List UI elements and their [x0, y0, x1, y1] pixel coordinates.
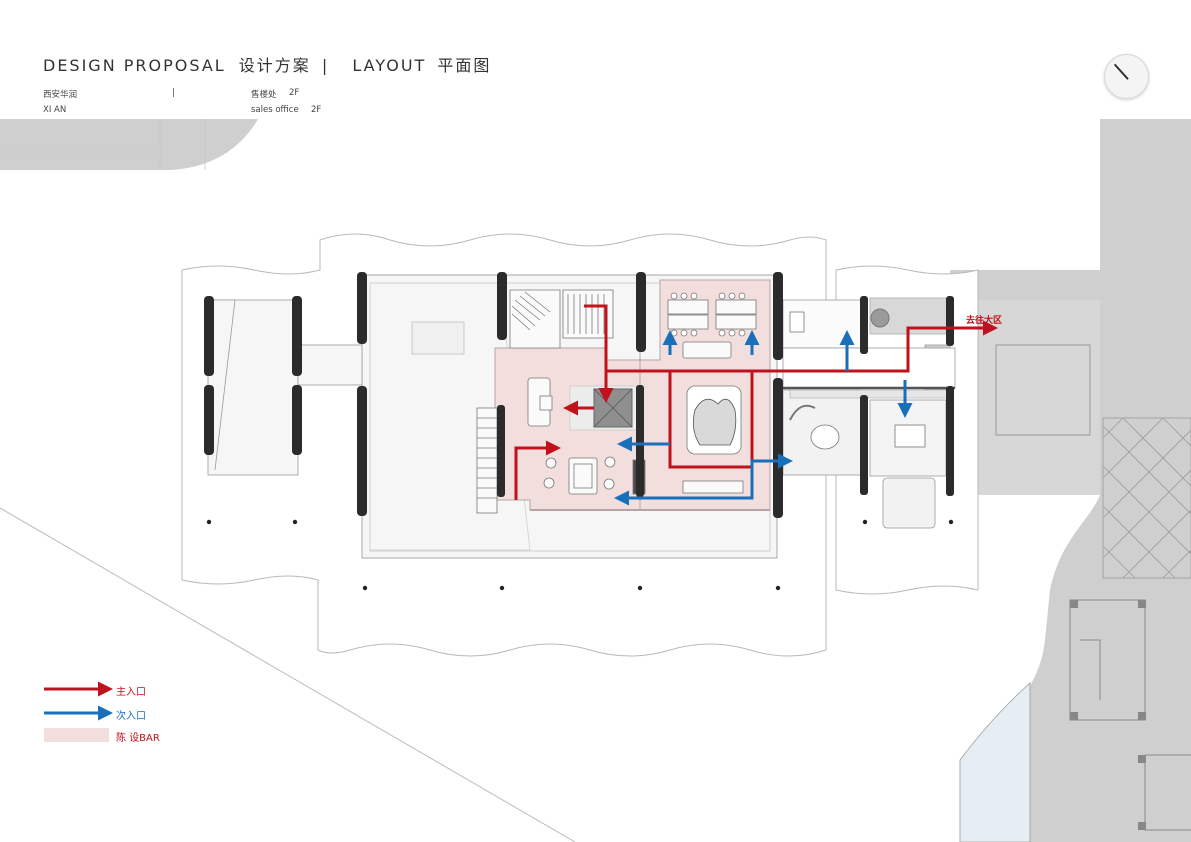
legend-secondary-entrance-label: 次入口 [116, 711, 146, 722]
title-en: DESIGN PROPOSAL [43, 56, 226, 75]
subtitle-en: LAYOUT [352, 56, 427, 75]
legend-main-entrance-label: 主入口 [116, 687, 146, 698]
legend-bar-zone-label: 陈 设BAR [116, 733, 160, 744]
title-separator: | [321, 56, 330, 75]
subtitle-cn: 平面图 [437, 56, 492, 75]
page-title: DESIGN PROPOSAL 设计方案 | LAYOUT 平面图 [43, 52, 491, 76]
balcony [882, 477, 936, 529]
paved-plaza [1102, 417, 1191, 579]
corridor [782, 347, 956, 389]
furniture [527, 292, 757, 495]
dining-tables [667, 299, 757, 330]
site-context [0, 119, 1191, 842]
north-arrow-icon [1104, 54, 1149, 99]
legend-bar-zone-swatch [44, 728, 109, 742]
meta-separator: | [172, 88, 175, 98]
project-name-en: XI AN [43, 105, 67, 115]
left-pavilion [207, 299, 363, 476]
structural-walls [204, 272, 954, 518]
column-dots [206, 519, 954, 591]
floor-label-en: 2F [311, 105, 322, 115]
project-name-cn: 西安华润 [43, 90, 78, 100]
title-cn: 设计方案 [238, 56, 311, 75]
exit-label: 去往大区 [966, 314, 1002, 326]
legend [44, 681, 113, 742]
floor-label: 2F [289, 88, 300, 98]
building-name-cn: 售楼处 [251, 90, 277, 100]
secondary-entrance-route [614, 330, 913, 506]
main-entrance-route [514, 304, 998, 500]
building-name-en: sales office [251, 105, 299, 115]
